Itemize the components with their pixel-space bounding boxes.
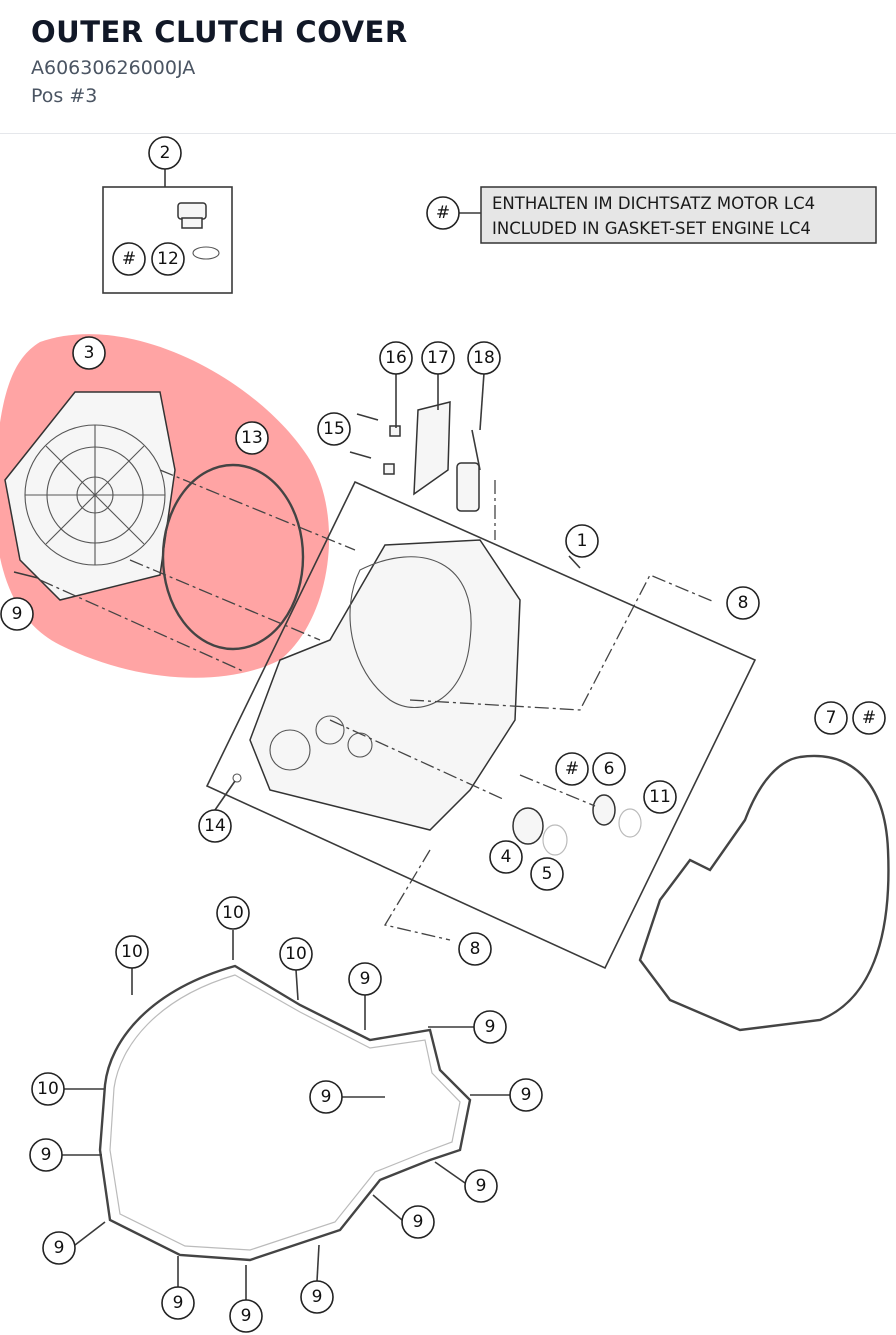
cover-o-ring-part	[161, 463, 305, 651]
svg-text:9: 9	[173, 1293, 184, 1313]
gasket-part-7	[638, 754, 890, 1032]
bolts-part-15	[349, 413, 379, 459]
callout-3[interactable]: 3	[72, 336, 106, 370]
callout-gasket-9k[interactable]: 9	[300, 1280, 334, 1314]
svg-text:10: 10	[121, 942, 143, 962]
callout-7[interactable]: 7	[814, 701, 848, 735]
svg-text:13: 13	[241, 428, 263, 448]
svg-text:9: 9	[321, 1087, 332, 1107]
svg-text:6: 6	[604, 759, 615, 779]
callout-9-left[interactable]: 9	[0, 597, 34, 631]
callout-4[interactable]: 4	[489, 840, 523, 874]
callout-gasket-9d[interactable]: 9	[509, 1078, 543, 1112]
svg-text:15: 15	[323, 419, 345, 439]
bearing-part-4	[512, 807, 544, 845]
callout-gasket-9f[interactable]: 9	[464, 1169, 498, 1203]
callout-gasket-9h[interactable]: 9	[42, 1231, 76, 1265]
oil-plug-box	[102, 186, 233, 294]
svg-text:#: #	[862, 708, 876, 728]
sensor-part-18	[456, 429, 481, 512]
svg-text:9: 9	[360, 969, 371, 989]
svg-text:#: #	[436, 203, 450, 223]
page-header: OUTER CLUTCH COVER A60630626000JA Pos #3	[0, 0, 896, 134]
callout-gasket-10b[interactable]: 10	[115, 935, 149, 969]
svg-text:12: 12	[157, 249, 179, 269]
svg-text:#: #	[565, 759, 579, 779]
svg-text:16: 16	[385, 348, 407, 368]
svg-text:10: 10	[37, 1079, 59, 1099]
callout-16[interactable]: 16	[379, 341, 413, 375]
callout-5[interactable]: 5	[530, 857, 564, 891]
callout-8-top[interactable]: 8	[726, 586, 760, 620]
callout-gasket-9e[interactable]: 9	[29, 1138, 63, 1172]
bracket-part-17	[413, 401, 451, 496]
callout-gasket-10c[interactable]: 10	[279, 937, 313, 971]
callout-17[interactable]: 17	[421, 341, 455, 375]
svg-text:1: 1	[577, 531, 588, 551]
callout-gasket-10a[interactable]: 10	[216, 896, 250, 930]
callout-11[interactable]: 11	[643, 780, 677, 814]
callout-gasket-9g[interactable]: 9	[401, 1205, 435, 1239]
svg-text:9: 9	[41, 1145, 52, 1165]
callout-gasket-9c[interactable]: 9	[309, 1080, 343, 1114]
outer-clutch-cover-part	[4, 391, 176, 601]
svg-text:9: 9	[312, 1287, 323, 1307]
svg-text:10: 10	[222, 903, 244, 923]
svg-text:9: 9	[54, 1238, 65, 1258]
svg-text:17: 17	[427, 348, 449, 368]
callout-14[interactable]: 14	[198, 809, 232, 843]
ring-part-11	[618, 808, 642, 838]
svg-text:5: 5	[542, 864, 553, 884]
callout-13[interactable]: 13	[235, 421, 269, 455]
svg-text:3: 3	[84, 343, 95, 363]
seal-part-6	[592, 794, 616, 826]
svg-text:8: 8	[470, 939, 481, 959]
page-title: OUTER CLUTCH COVER	[31, 15, 408, 49]
clutch-cover-box	[205, 480, 757, 970]
legend-box	[480, 186, 877, 244]
callout-hash-7[interactable]: #	[852, 701, 886, 735]
callout-6[interactable]: 6	[592, 752, 626, 786]
callout-gasket-9b[interactable]: 9	[473, 1010, 507, 1044]
svg-text:4: 4	[501, 847, 512, 867]
callout-1[interactable]: 1	[565, 524, 599, 558]
callout-12[interactable]: 12	[151, 242, 185, 276]
svg-text:11: 11	[649, 787, 671, 807]
callout-gasket-9j[interactable]: 9	[229, 1299, 263, 1333]
callout-15[interactable]: 15	[317, 412, 351, 446]
svg-text:9: 9	[413, 1212, 424, 1232]
callout-hash-box[interactable]: #	[112, 242, 146, 276]
callout-8-bottom[interactable]: 8	[458, 932, 492, 966]
svg-text:9: 9	[12, 604, 23, 624]
svg-text:8: 8	[738, 593, 749, 613]
ring-part-5	[542, 824, 568, 856]
legend-line-2: INCLUDED IN GASKET-SET ENGINE LC4	[492, 219, 811, 238]
callout-hash-legend[interactable]: #	[426, 196, 460, 230]
position-label: Pos #3	[31, 85, 98, 107]
callout-gasket-9a[interactable]: 9	[348, 962, 382, 996]
callout-18[interactable]: 18	[467, 341, 501, 375]
svg-text:9: 9	[521, 1085, 532, 1105]
svg-text:9: 9	[476, 1176, 487, 1196]
svg-text:14: 14	[204, 816, 226, 836]
svg-text:7: 7	[826, 708, 837, 728]
svg-text:10: 10	[285, 944, 307, 964]
oil-plug-part	[177, 202, 220, 260]
legend-line-1: ENTHALTEN IM DICHTSATZ MOTOR LC4	[492, 194, 815, 213]
callout-gasket-9i[interactable]: 9	[161, 1286, 195, 1320]
svg-text:9: 9	[241, 1306, 252, 1326]
clutch-cover-part	[249, 539, 521, 831]
callout-gasket-10d[interactable]: 10	[31, 1072, 65, 1106]
svg-text:18: 18	[473, 348, 495, 368]
callout-2[interactable]: 2	[148, 136, 182, 170]
gasket-large	[98, 964, 472, 1262]
callout-hash-6[interactable]: #	[555, 752, 589, 786]
nut-part-16	[383, 425, 401, 475]
svg-text:#: #	[122, 249, 136, 269]
svg-text:9: 9	[485, 1017, 496, 1037]
pin-part-14	[232, 773, 242, 783]
part-number: A60630626000JA	[31, 57, 196, 79]
svg-text:2: 2	[160, 143, 171, 163]
